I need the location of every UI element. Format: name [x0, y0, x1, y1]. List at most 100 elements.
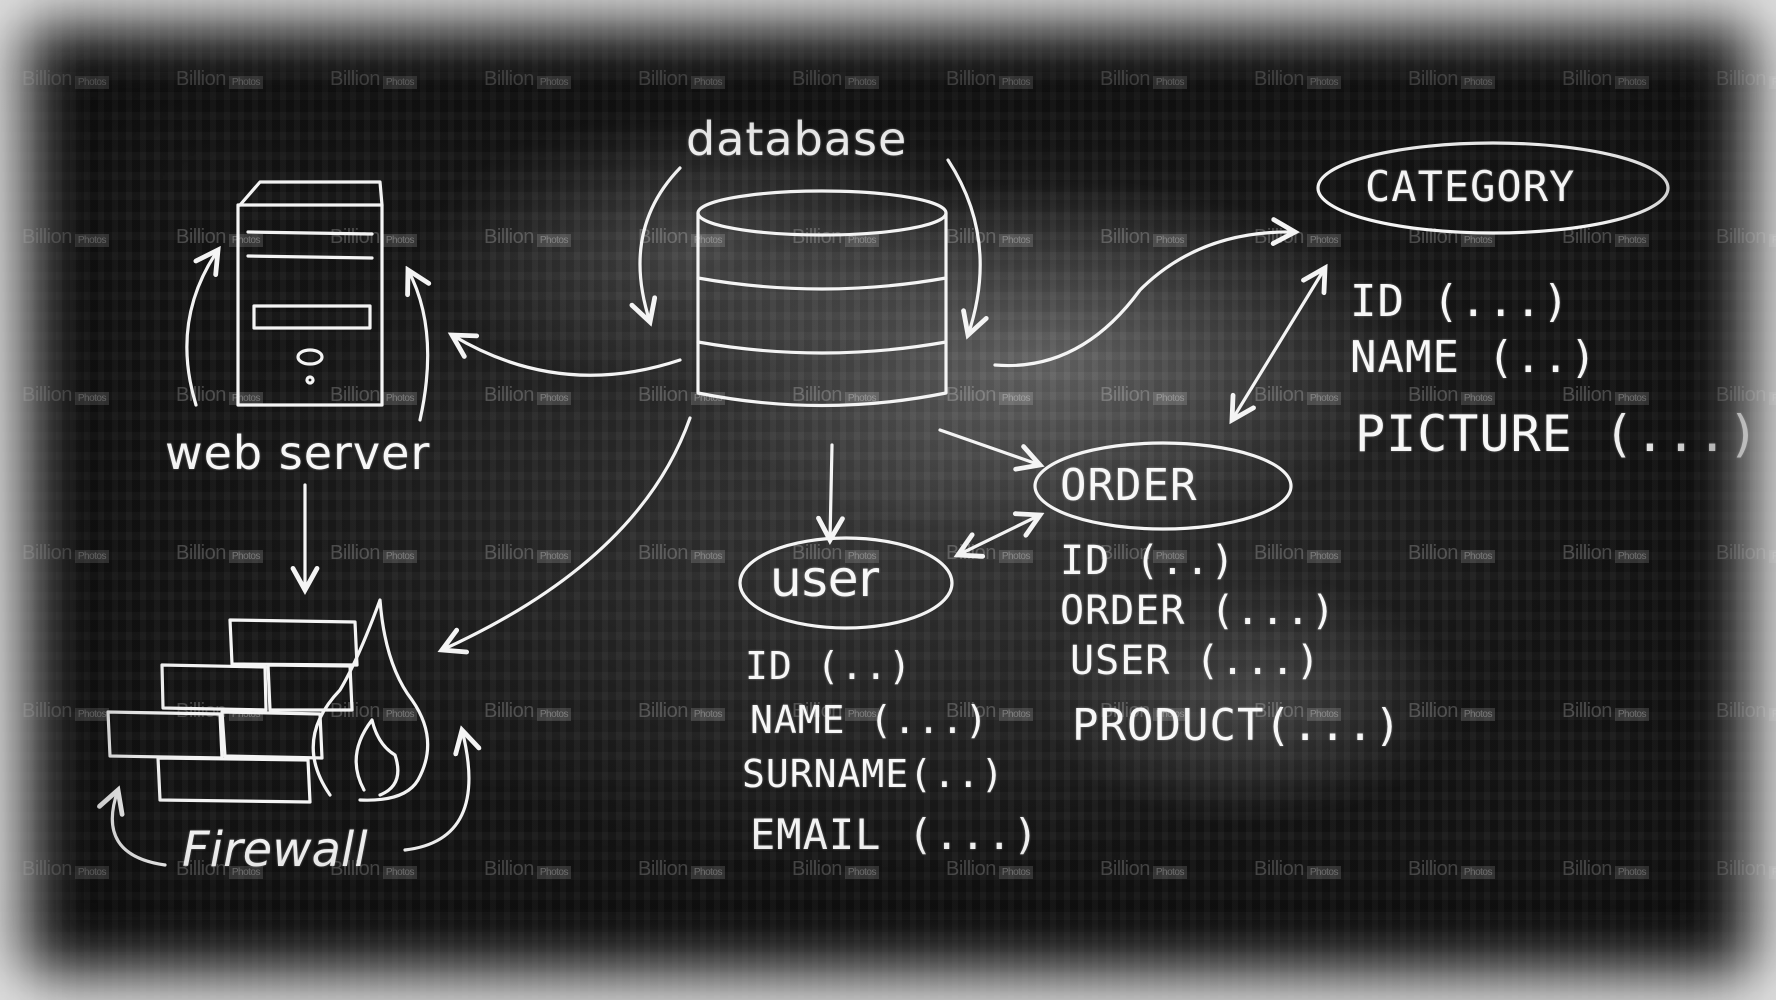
user-label: user — [770, 550, 880, 608]
order-label: ORDER — [1060, 460, 1198, 511]
database-icon — [696, 189, 948, 408]
category-oval — [1316, 141, 1670, 235]
database-left-loop-arrow — [640, 166, 682, 322]
order-field-id: ID (..) — [1060, 538, 1236, 584]
order-field-order: ORDER (...) — [1060, 588, 1336, 634]
database-right-loop-arrow — [946, 158, 980, 335]
arrow-database-to-category — [993, 232, 1295, 368]
order-oval — [1033, 441, 1293, 531]
firewall-left-loop-arrow — [112, 790, 167, 867]
arrow-database-to-order — [938, 428, 1040, 465]
web-server-left-loop-arrow — [185, 250, 218, 407]
firewall-right-loop-arrow — [403, 730, 469, 852]
order-field-user: USER (...) — [1070, 638, 1321, 684]
web-server-right-loop-arrow — [408, 270, 428, 422]
user-oval — [738, 536, 954, 630]
firewall-icon — [106, 598, 430, 804]
database-label: database — [686, 112, 908, 166]
user-field-id: ID (..) — [745, 644, 913, 688]
category-field-name: NAME (..) — [1350, 332, 1598, 383]
firewall-label: Firewall — [182, 822, 368, 878]
arrow-database-to-firewall — [442, 416, 692, 650]
user-field-surname: SURNAME(..) — [742, 752, 1005, 796]
category-label: CATEGORY — [1365, 162, 1576, 211]
category-field-id: ID (...) — [1350, 276, 1570, 327]
category-field-picture: PICTURE (...) — [1355, 405, 1760, 463]
arrow-user-order — [958, 515, 1040, 555]
arrow-database-to-webserver — [452, 335, 682, 377]
web-server-icon — [236, 180, 384, 407]
web-server-label: web server — [165, 426, 431, 480]
user-field-name: NAME (...) — [750, 698, 989, 742]
arrow-database-to-user — [830, 443, 832, 540]
arrow-order-category — [1232, 268, 1325, 420]
user-field-email: EMAIL (...) — [750, 810, 1040, 859]
